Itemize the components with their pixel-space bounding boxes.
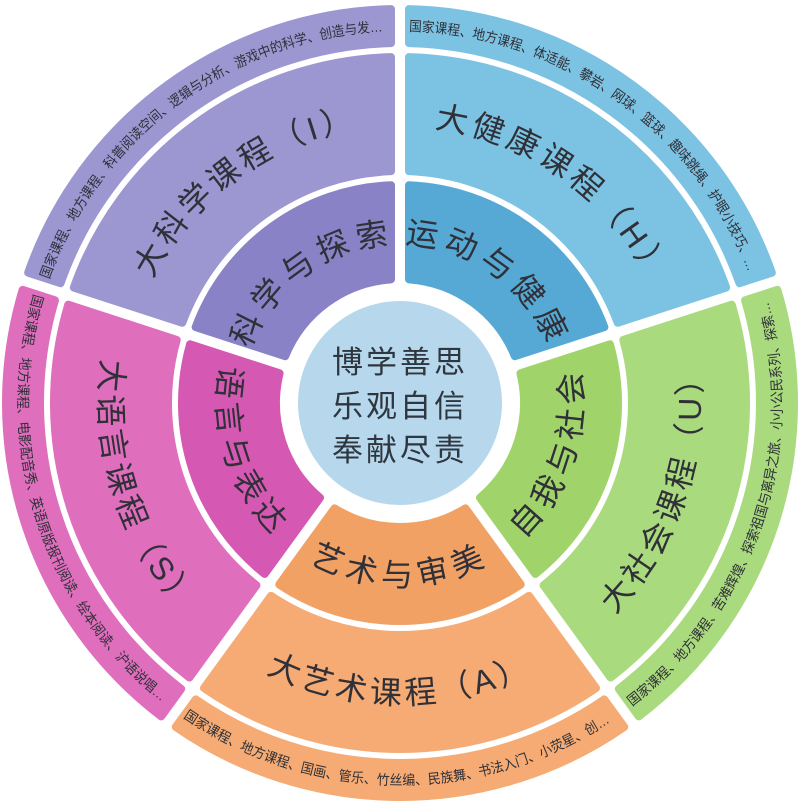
society-course-list-band	[614, 285, 798, 721]
health-inner-ring-wedge	[404, 181, 609, 361]
science-course-list-band	[24, 5, 395, 288]
science-course-band-wedge	[69, 53, 395, 327]
language-course-list-band	[2, 285, 186, 721]
art-inner-ring-wedge	[275, 504, 525, 625]
center-motto-line: 博学善思	[332, 345, 468, 380]
language-inner-ring-wedge	[178, 340, 325, 578]
center-circle	[298, 301, 502, 505]
sector-language: 语言与表达大语言课程（S）国家课程、地方课程、电影配音秀、英语原版报刊阅读、绘本…	[2, 285, 325, 721]
science-inner-ring-wedge	[191, 181, 396, 361]
center-motto-line: 奉献尽责	[332, 433, 468, 468]
center-motto-line: 乐观自信	[332, 389, 468, 424]
sector-art: 艺术与审美大艺术课程（A）国家课程、地方课程、国画、管乐、竹丝编、民族舞、书法入…	[171, 504, 629, 801]
art-course-list-band	[171, 695, 629, 801]
sector-health: 运动与健康大健康课程（H）国家课程、地方课程、体适能、攀岩、网球、篮球、趣味跳绳…	[404, 5, 776, 361]
sector-science: 科学与探索大科学课程（I）国家课程、地方课程、科普阅读空间、逻辑与分析、游戏中的…	[24, 5, 396, 361]
health-course-band-wedge	[405, 53, 731, 327]
language-course-band-wedge	[50, 300, 261, 682]
center-motto: 博学善思乐观自信奉献尽责	[332, 345, 468, 468]
society-course-band-wedge	[539, 300, 750, 682]
health-course-list-band	[405, 5, 776, 288]
art-course-band-wedge	[199, 591, 601, 753]
society-inner-ring-wedge	[475, 340, 622, 578]
